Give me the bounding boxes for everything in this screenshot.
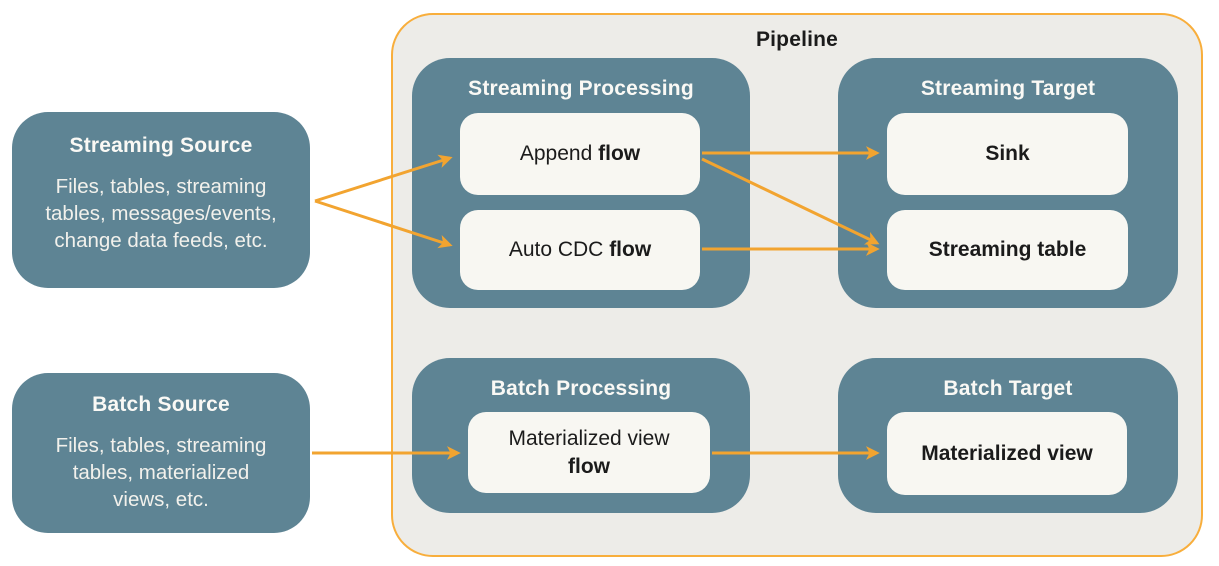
sink-label: Sink: [985, 142, 1030, 165]
batch-source-description: Files, tables, streaming tables, materia…: [55, 434, 267, 511]
auto-cdc-flow-node: Auto CDC flow: [460, 210, 700, 290]
streaming-table-node: Streaming table: [887, 210, 1128, 290]
append-flow-node: Append flow: [460, 113, 700, 195]
sink-node: Sink: [887, 113, 1128, 195]
batch-source-title: Batch Source: [92, 393, 230, 416]
materialized-view-node: Materialized view: [887, 412, 1127, 495]
batch-processing-title: Batch Processing: [490, 377, 672, 400]
streaming-source-box: Streaming Source Files, tables, streamin…: [12, 112, 310, 288]
materialized-view-label: Materialized view: [921, 441, 1093, 465]
auto-cdc-flow-label: Auto CDC flow: [508, 238, 652, 261]
batch-source-box: Batch Source Files, tables, streaming ta…: [12, 373, 310, 533]
append-flow-label: Append flow: [519, 142, 641, 165]
streaming-processing-title: Streaming Processing: [468, 77, 694, 100]
pipeline-title: Pipeline: [755, 28, 839, 51]
streaming-source-description: Files, tables, streaming tables, message…: [45, 175, 277, 252]
streaming-table-label: Streaming table: [928, 238, 1087, 261]
streaming-target-title: Streaming Target: [920, 77, 1096, 100]
streaming-source-title: Streaming Source: [69, 134, 253, 157]
batch-target-title: Batch Target: [943, 377, 1073, 400]
